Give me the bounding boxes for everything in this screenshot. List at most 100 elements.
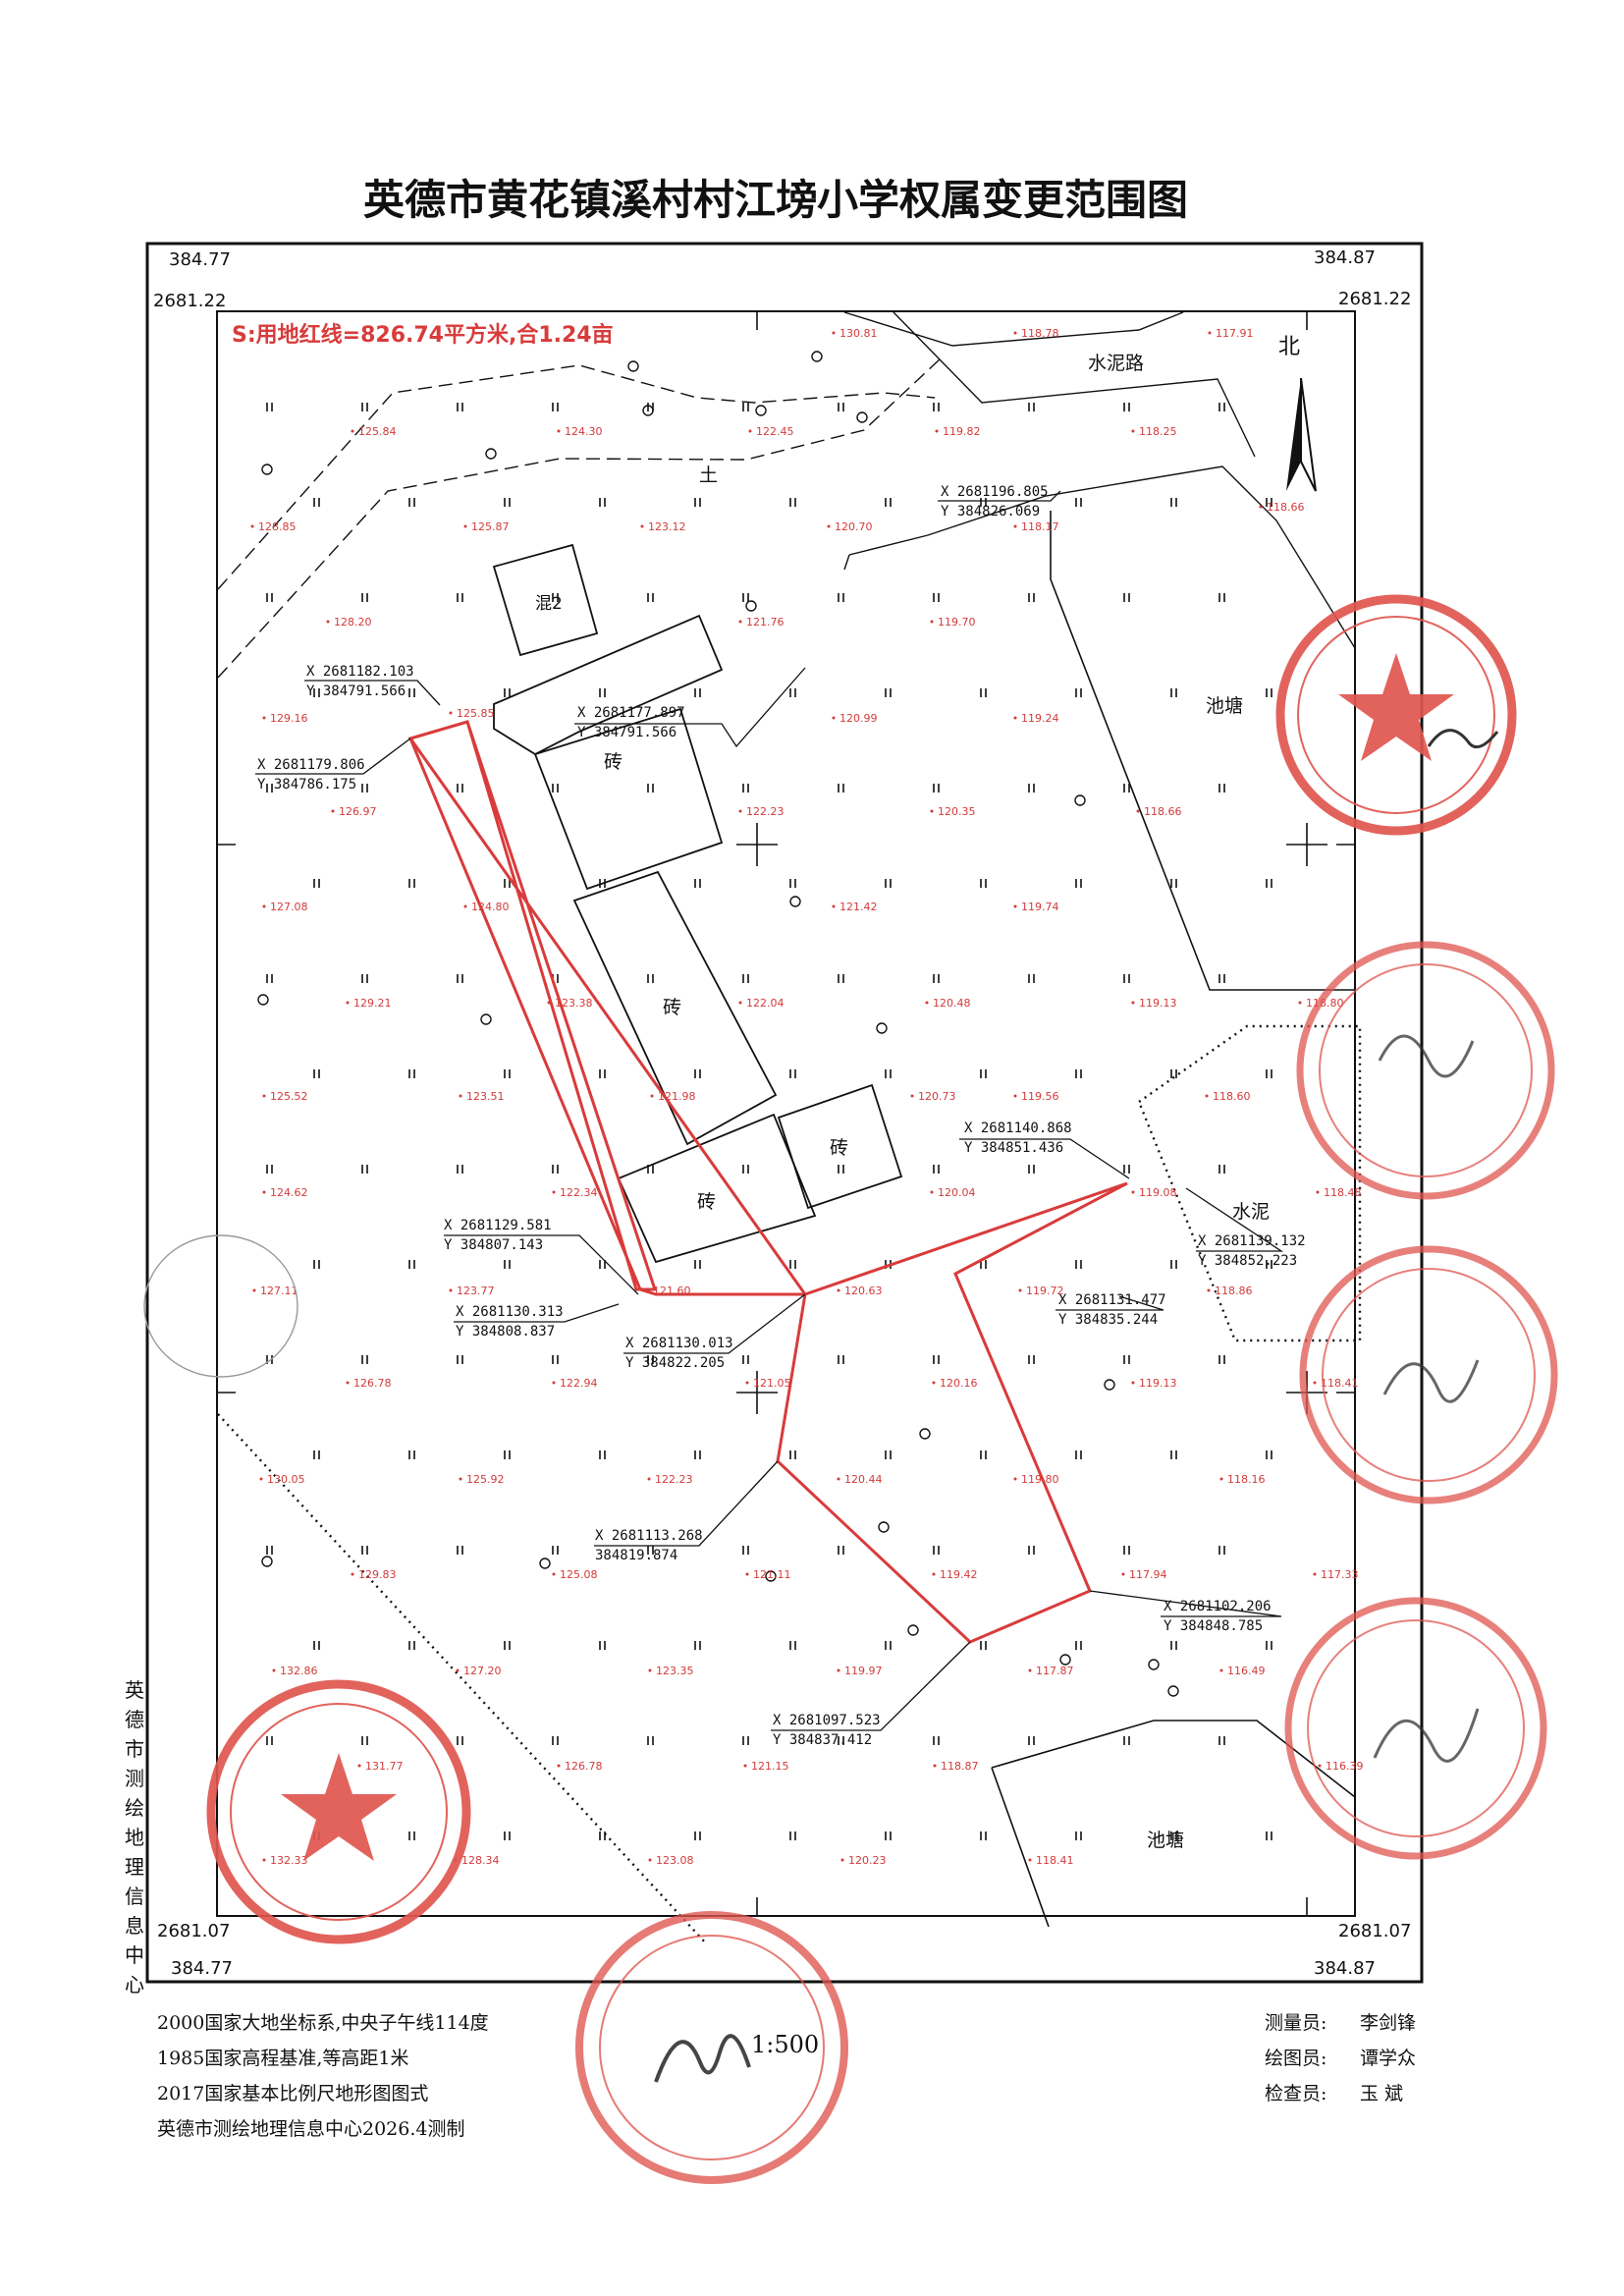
elevation-value: 131.77 — [365, 1760, 404, 1773]
elevation-point: 118.66 — [1259, 501, 1305, 514]
elevation-value: 122.04 — [746, 997, 785, 1010]
elevation-value: 119.24 — [1021, 712, 1059, 725]
stamp-government — [1275, 594, 1517, 836]
elevation-value: 118.66 — [1144, 805, 1182, 818]
point-x: X 2681177.897 — [577, 705, 685, 721]
elevation-point: 132.86 — [272, 1665, 318, 1677]
footer-right: 测量员: 李剑锋 绘图员: 谭学众 检查员: 玉 斌 — [1265, 2012, 1416, 2105]
side-org-text: 英德市测绘地理信息中心 — [125, 1678, 144, 1996]
corner-top-right-y: 2681.22 — [1338, 289, 1411, 309]
elevation-value: 120.04 — [938, 1186, 976, 1199]
elevation-point: 120.70 — [827, 520, 873, 533]
corner-bottom-left-x: 384.77 — [171, 1958, 233, 1979]
building-brick-1 — [493, 614, 724, 756]
elevation-point: 131.77 — [357, 1760, 404, 1773]
elevation-value: 119.08 — [1139, 1186, 1177, 1199]
elevation-value: 127.20 — [463, 1665, 502, 1677]
elevation-point: 125.84 — [351, 425, 397, 438]
elevation-point: 119.42 — [932, 1568, 978, 1581]
elevation-value: 123.12 — [648, 520, 686, 533]
corner-bottom-left-y: 2681.07 — [157, 1921, 230, 1941]
elevation-point: 121.15 — [743, 1760, 789, 1773]
footer-line-1: 2000国家大地坐标系,中央子午线114度 — [157, 2012, 489, 2034]
point-y: Y 384826.069 — [941, 504, 1040, 519]
elevation-value: 128.85 — [258, 520, 297, 533]
elevation-value: 129.83 — [358, 1568, 397, 1581]
road-lines — [217, 311, 1356, 679]
label-pond-1: 池塘 — [1206, 695, 1243, 717]
elevation-point: 117.94 — [1121, 1568, 1167, 1581]
footer-line-4: 英德市测绘地理信息中心2026.4测制 — [157, 2118, 464, 2140]
elevation-value: 119.42 — [940, 1568, 978, 1581]
side-text-char: 地 — [125, 1826, 144, 1849]
elevation-point: 132.33 — [262, 1854, 308, 1867]
stamp-bottom — [575, 1911, 848, 2184]
grid-crosses — [217, 311, 1355, 1916]
elevation-value: 118.17 — [1021, 520, 1059, 533]
elevation-value: 127.08 — [270, 901, 308, 913]
elevation-value: 129.16 — [270, 712, 308, 725]
elevation-value: 123.35 — [656, 1665, 694, 1677]
elevation-value: 122.94 — [560, 1377, 598, 1390]
elevation-value: 119.82 — [943, 425, 981, 438]
elevation-point: 118.60 — [1205, 1090, 1251, 1103]
elevation-point: 118.66 — [1136, 805, 1182, 818]
elevation-value: 125.85 — [457, 707, 495, 720]
elevation-value: 123.38 — [555, 997, 593, 1010]
building-brick-4 — [617, 1113, 817, 1264]
elevation-point: 120.63 — [837, 1285, 883, 1297]
elevation-point: 126.78 — [346, 1377, 392, 1390]
checker-name: 玉 斌 — [1360, 2083, 1403, 2105]
elevation-value: 121.15 — [751, 1760, 789, 1773]
elevation-value: 118.48 — [1324, 1186, 1362, 1199]
elevation-point: 117.87 — [1028, 1665, 1074, 1677]
elevation-value: 119.70 — [938, 616, 976, 629]
building-mixed — [492, 543, 599, 657]
label-road: 水泥路 — [1088, 353, 1144, 374]
elevation-point: 130.05 — [259, 1473, 305, 1486]
point-x: X 2681140.868 — [964, 1121, 1072, 1136]
elevation-point: 118.87 — [933, 1760, 979, 1773]
survey-points — [257, 351, 1179, 1697]
elevation-point: 121.11 — [745, 1568, 791, 1581]
north-arrow: 北 — [1278, 335, 1317, 492]
building-brick-5 — [777, 1083, 903, 1210]
elevation-value: 119.97 — [844, 1665, 883, 1677]
elevation-value: 120.48 — [933, 997, 971, 1010]
elevation-point: 118.86 — [1207, 1285, 1253, 1297]
elevation-point: 121.76 — [738, 616, 785, 629]
elevation-point: 120.16 — [932, 1377, 978, 1390]
grass-symbols — [266, 403, 1272, 1840]
elevation-value: 125.52 — [270, 1090, 308, 1103]
elevation-point: 123.35 — [648, 1665, 694, 1677]
north-label: 北 — [1278, 335, 1300, 359]
elevation-value: 128.34 — [461, 1854, 500, 1867]
point-x: X 2681196.805 — [941, 484, 1049, 500]
elevation-point: 125.87 — [463, 520, 510, 533]
elevation-value: 118.41 — [1036, 1854, 1074, 1867]
elevation-point: 119.82 — [935, 425, 981, 438]
elevation-value: 121.60 — [653, 1285, 691, 1297]
elevation-value: 118.87 — [941, 1760, 979, 1773]
elevation-point: 126.78 — [557, 1760, 603, 1773]
point-y: 384819.874 — [595, 1548, 677, 1563]
elevation-value: 124.62 — [270, 1186, 308, 1199]
side-text-char: 英 — [125, 1678, 144, 1702]
elevation-value: 119.74 — [1021, 901, 1059, 913]
elevation-value: 125.84 — [358, 425, 397, 438]
elevation-value: 116.49 — [1227, 1665, 1266, 1677]
point-y: Y 384791.566 — [306, 683, 406, 699]
side-text-char: 心 — [125, 1973, 144, 1996]
elevation-value: 119.72 — [1026, 1285, 1064, 1297]
elevation-point: 123.51 — [459, 1090, 505, 1103]
elevation-value: 121.11 — [753, 1568, 791, 1581]
